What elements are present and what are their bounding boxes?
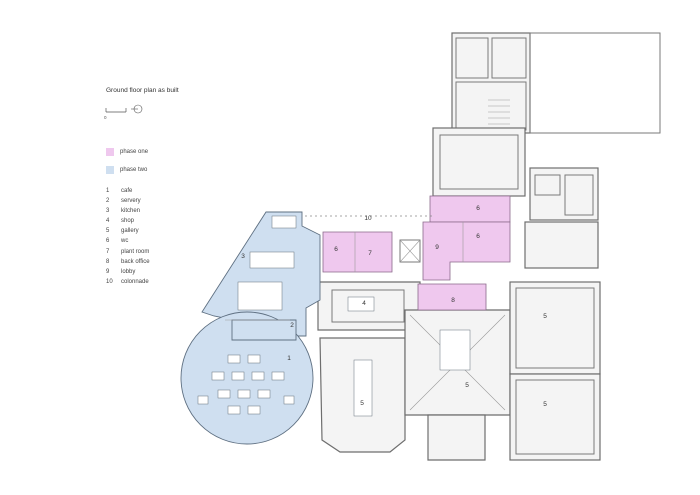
legend-phase-one: phase one: [106, 148, 148, 156]
scale-bar: 0: [104, 104, 143, 120]
room-label-plant-room: 7: [368, 250, 372, 257]
room-label-gallery: 5: [543, 313, 547, 320]
room-label-gallery: 5: [543, 401, 547, 408]
room-label-lobby: 9: [435, 244, 439, 251]
room-label-back-office: 8: [451, 297, 455, 304]
room-label-gallery: 5: [360, 400, 364, 407]
room-label-cafe: 1: [287, 355, 291, 362]
room-label-wc: 6: [334, 246, 338, 253]
cafe-tables: [197, 354, 295, 415]
legend-phase-two: phase two: [106, 166, 147, 174]
phase-two-label: phase two: [120, 167, 148, 173]
phase-one-label: phase one: [120, 149, 149, 155]
phase-one-swatch: [106, 148, 114, 156]
scale-zero-label: 0: [104, 115, 107, 120]
room-label-servery: 2: [290, 322, 294, 329]
room-label-gallery: 5: [465, 382, 469, 389]
room-label-colonnade: 10: [364, 215, 372, 222]
room-label-shop: 4: [362, 300, 366, 307]
room-label-wc: 6: [476, 205, 480, 212]
north-wing: [432, 32, 661, 269]
phase-two-swatch: [106, 166, 114, 174]
phase-two-areas: [180, 211, 321, 445]
plan-title: Ground floor plan as built: [106, 87, 179, 94]
room-label-wc: 6: [476, 233, 480, 240]
phase-one-areas: [322, 195, 511, 311]
room-label-kitchen: 3: [241, 253, 245, 260]
main-block: [317, 239, 601, 461]
